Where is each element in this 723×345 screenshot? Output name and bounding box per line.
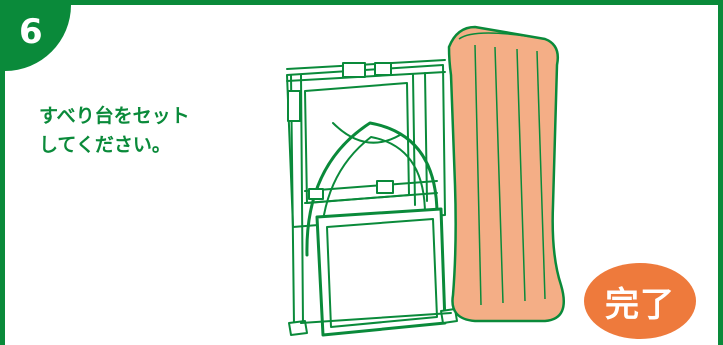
frame-left-clip	[288, 91, 300, 121]
mid-joint	[377, 181, 393, 193]
done-label: 完了	[605, 277, 675, 326]
frame-top-joint-2	[375, 63, 391, 75]
done-badge: 完了	[584, 263, 696, 339]
mid-joint-2	[309, 189, 323, 199]
front-panel	[317, 209, 445, 335]
slide-body	[449, 27, 564, 321]
frame-top-joint	[343, 63, 365, 77]
